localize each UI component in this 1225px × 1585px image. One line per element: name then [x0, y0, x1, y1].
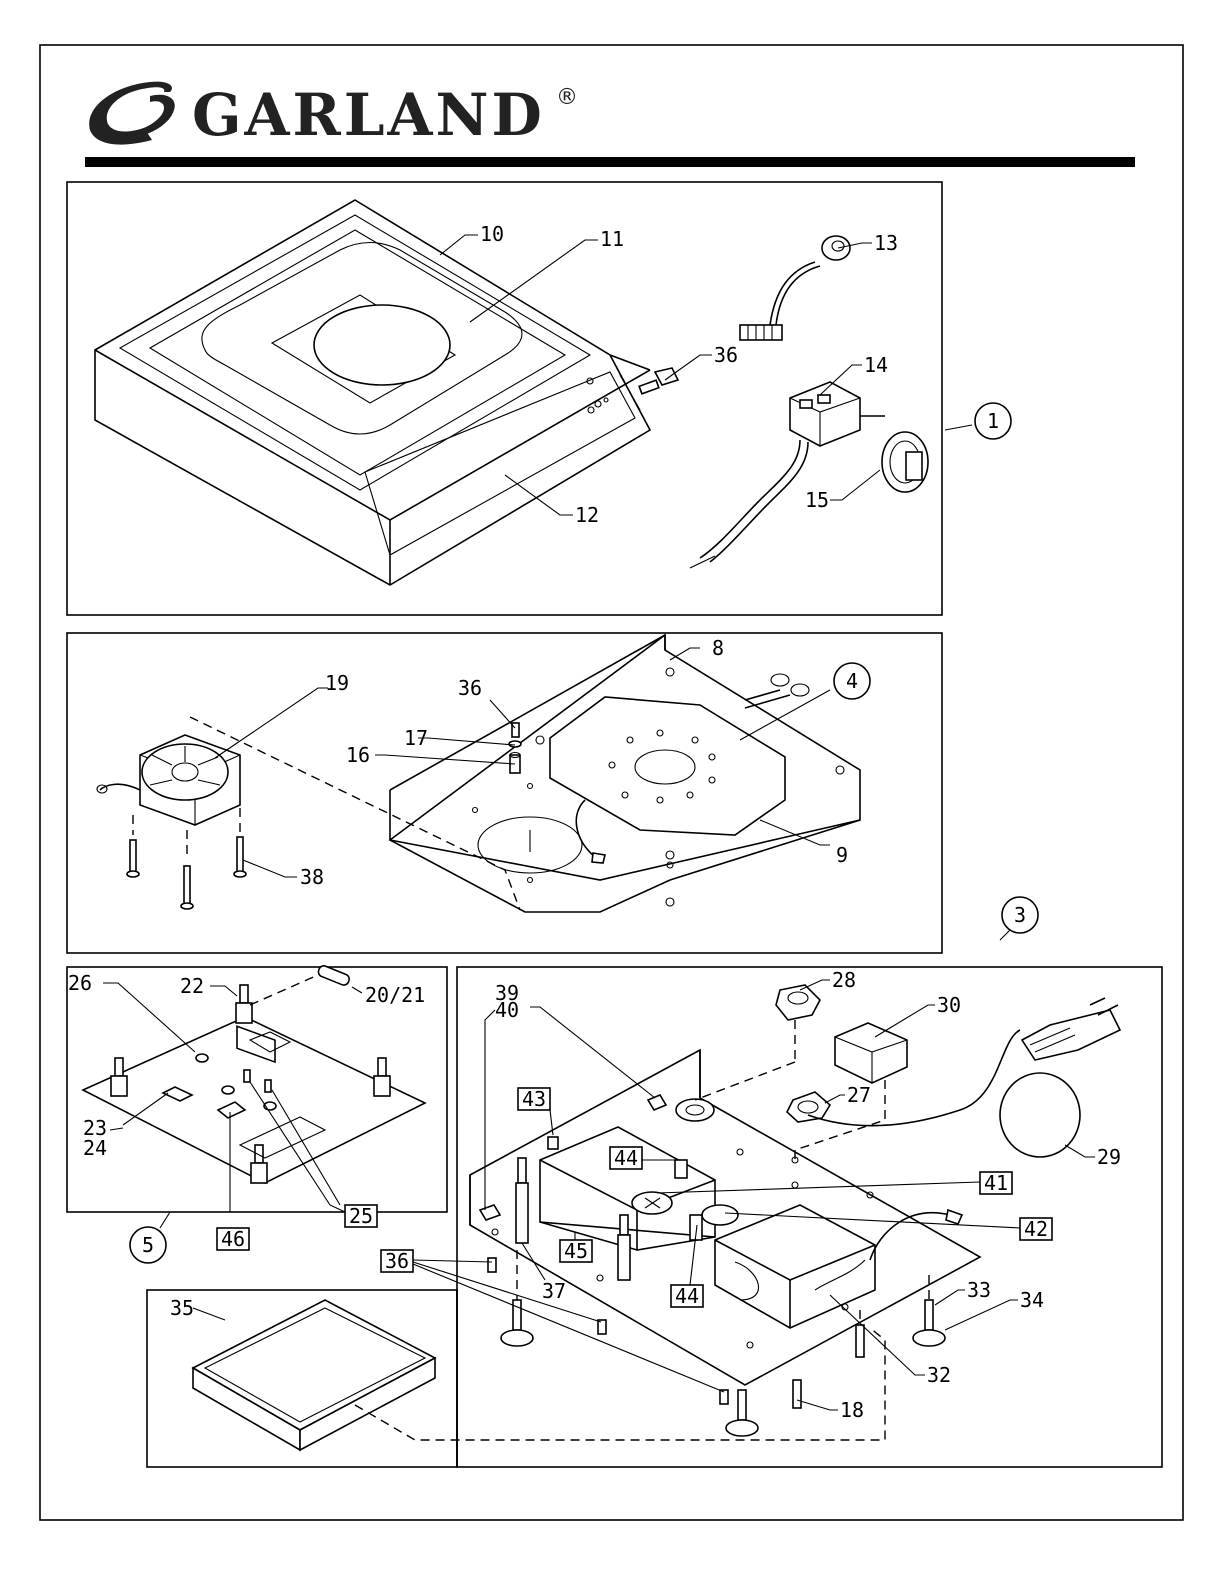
- label-26: 25: [349, 1204, 373, 1228]
- knob-15: [882, 432, 928, 492]
- label-36-bottom: 36: [385, 1249, 409, 1273]
- label-33: 33: [967, 1278, 991, 1302]
- callout-1: 1: [987, 409, 999, 433]
- label-38: 38: [300, 865, 324, 889]
- switch-14: [690, 382, 885, 568]
- label-28: 28: [832, 968, 856, 992]
- label-9: 9: [836, 843, 848, 867]
- label-30: 30: [937, 993, 961, 1017]
- label-37: 37: [542, 1279, 566, 1303]
- garland-swoosh-logo: [89, 82, 175, 145]
- label-15: 15: [805, 488, 829, 512]
- label-17: 17: [404, 726, 428, 750]
- label-20-21: 20/21: [365, 983, 425, 1007]
- label-45: 45: [564, 1239, 588, 1263]
- cooktop-housing: [95, 200, 650, 585]
- label-40: 40: [495, 998, 519, 1022]
- label-43: 43: [522, 1087, 546, 1111]
- label-29: 29: [1097, 1145, 1121, 1169]
- label-46: 46: [221, 1227, 245, 1251]
- fuse-20-21: [250, 964, 351, 1005]
- header-rule: [85, 157, 1135, 167]
- callout-4: 4: [846, 669, 858, 693]
- callout-5: 5: [142, 1233, 154, 1257]
- label-12: 12: [575, 503, 599, 527]
- power-cord-29: [808, 998, 1120, 1157]
- label-19: 19: [325, 671, 349, 695]
- label-11: 11: [600, 227, 624, 251]
- power-cord-13: [740, 236, 850, 340]
- label-16: 16: [346, 743, 370, 767]
- label-24: 24: [83, 1136, 107, 1160]
- label-22: 22: [180, 974, 204, 998]
- screw-36-top: [639, 368, 678, 394]
- label-44a: 44: [614, 1146, 638, 1170]
- label-14: 14: [864, 353, 888, 377]
- label-36-top: 36: [714, 343, 738, 367]
- label-13: 13: [874, 231, 898, 255]
- label-25: 26: [68, 971, 92, 995]
- label-27: 27: [847, 1083, 871, 1107]
- label-36-middle: 36: [458, 676, 482, 700]
- label-35: 35: [170, 1296, 194, 1320]
- label-8: 8: [712, 636, 724, 660]
- filter-block-30: [835, 1023, 907, 1083]
- label-34: 34: [1020, 1288, 1044, 1312]
- brand-name: GARLAND: [192, 81, 545, 149]
- registered-mark: ®: [556, 85, 578, 110]
- label-44b: 44: [675, 1284, 699, 1308]
- label-18: 18: [840, 1398, 864, 1422]
- label-32: 32: [927, 1363, 951, 1387]
- callout-3: 3: [1014, 903, 1026, 927]
- label-42: 42: [1024, 1217, 1048, 1241]
- label-41: 41: [984, 1171, 1008, 1195]
- label-10: 10: [480, 222, 504, 246]
